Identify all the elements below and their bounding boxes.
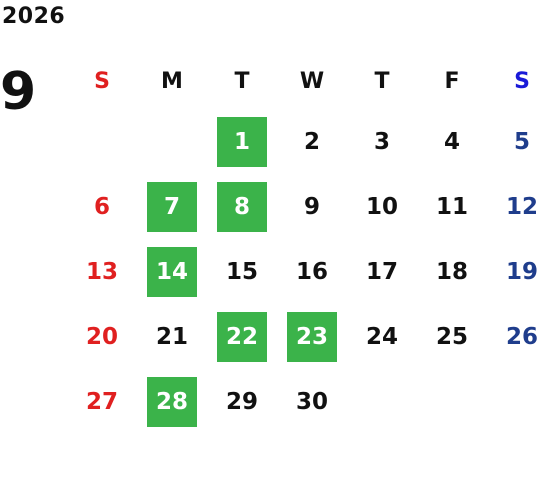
day-number-21: 21: [155, 323, 188, 350]
day-cell[interactable]: 13: [67, 236, 137, 301]
day-cell[interactable]: 1: [207, 106, 277, 171]
day-cell[interactable]: 14: [137, 236, 207, 301]
day-number-10: 10: [365, 193, 398, 220]
weekday-header-3: W: [299, 68, 325, 94]
day-number-23: 23: [287, 311, 337, 362]
weekday-header-1: M: [161, 68, 183, 94]
day-number-3: 3: [373, 128, 390, 155]
day-number-9: 9: [303, 193, 320, 220]
day-cell[interactable]: 11: [417, 171, 487, 236]
calendar-year: 2026: [2, 4, 66, 29]
day-cell[interactable]: 27: [67, 366, 137, 431]
day-cell[interactable]: 8: [207, 171, 277, 236]
day-number-6: 6: [93, 193, 110, 220]
empty-cell: [67, 106, 137, 171]
day-cell[interactable]: 19: [487, 236, 548, 301]
day-cell[interactable]: 26: [487, 301, 548, 366]
day-number-11: 11: [435, 193, 468, 220]
day-cell[interactable]: 3: [347, 106, 417, 171]
day-cell[interactable]: 22: [207, 301, 277, 366]
day-number-28: 28: [147, 376, 197, 427]
weekday-header-2: T: [234, 68, 250, 94]
day-cell[interactable]: 20: [67, 301, 137, 366]
day-number-7: 7: [147, 181, 197, 232]
day-number-25: 25: [435, 323, 468, 350]
day-cell[interactable]: 24: [347, 301, 417, 366]
day-cell[interactable]: 2: [277, 106, 347, 171]
weekday-header-4: T: [374, 68, 390, 94]
day-number-22: 22: [217, 311, 267, 362]
day-cell[interactable]: 23: [277, 301, 347, 366]
day-cell[interactable]: 6: [67, 171, 137, 236]
day-number-13: 13: [85, 258, 118, 285]
day-number-18: 18: [435, 258, 468, 285]
day-cell[interactable]: 10: [347, 171, 417, 236]
day-cell[interactable]: 29: [207, 366, 277, 431]
day-number-19: 19: [505, 258, 538, 285]
day-cell[interactable]: 4: [417, 106, 487, 171]
day-number-5: 5: [513, 128, 530, 155]
day-number-15: 15: [225, 258, 258, 285]
day-cell[interactable]: 5: [487, 106, 548, 171]
calendar-month: 9: [0, 62, 37, 122]
day-cell[interactable]: 18: [417, 236, 487, 301]
day-number-20: 20: [85, 323, 118, 350]
day-cell[interactable]: 12: [487, 171, 548, 236]
day-number-12: 12: [505, 193, 538, 220]
day-number-14: 14: [147, 246, 197, 297]
day-number-17: 17: [365, 258, 398, 285]
day-number-8: 8: [217, 181, 267, 232]
day-number-30: 30: [295, 388, 328, 415]
day-number-16: 16: [295, 258, 328, 285]
weekday-header-5: F: [444, 68, 460, 94]
day-cell[interactable]: 9: [277, 171, 347, 236]
day-number-29: 29: [225, 388, 258, 415]
day-cell[interactable]: 17: [347, 236, 417, 301]
day-number-2: 2: [303, 128, 320, 155]
day-number-26: 26: [505, 323, 538, 350]
day-cell[interactable]: 16: [277, 236, 347, 301]
empty-cell: [137, 106, 207, 171]
weekday-header-6: S: [514, 68, 530, 94]
weekday-header-0: S: [94, 68, 110, 94]
day-cell[interactable]: 28: [137, 366, 207, 431]
day-cell[interactable]: 25: [417, 301, 487, 366]
day-number-4: 4: [443, 128, 460, 155]
day-number-1: 1: [217, 116, 267, 167]
day-cell[interactable]: 30: [277, 366, 347, 431]
day-number-24: 24: [365, 323, 398, 350]
day-cell[interactable]: 21: [137, 301, 207, 366]
day-cell[interactable]: 15: [207, 236, 277, 301]
day-number-27: 27: [85, 388, 118, 415]
day-cell[interactable]: 7: [137, 171, 207, 236]
